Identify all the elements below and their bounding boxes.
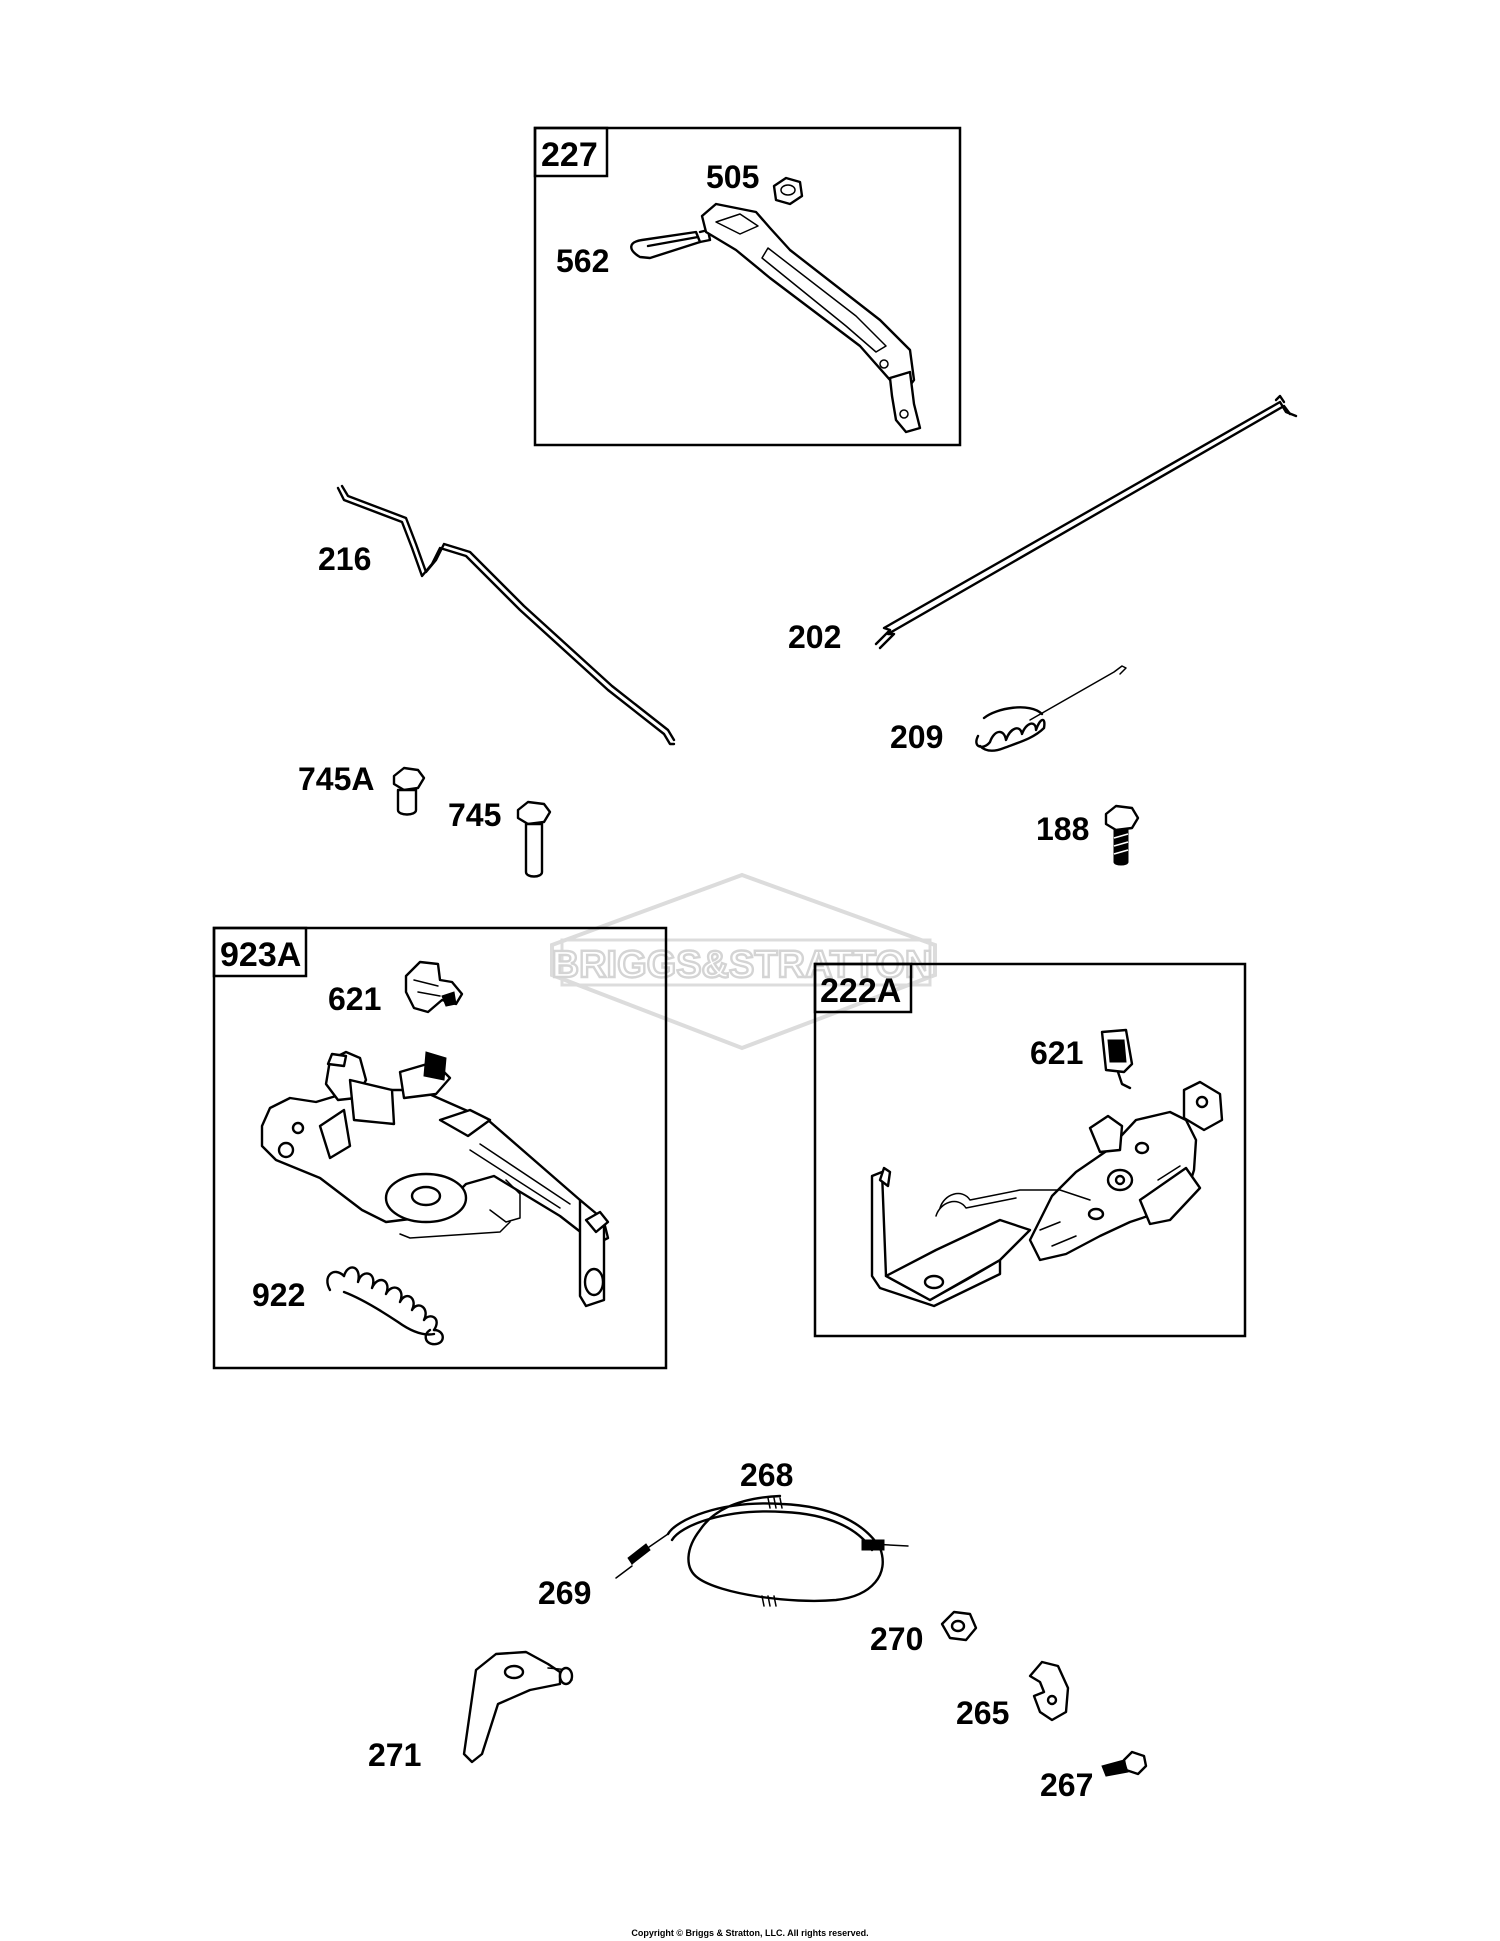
group-227-frame (533, 126, 962, 447)
part-label-621-a: 621 (328, 981, 381, 1017)
nut-505-drawing (772, 176, 804, 206)
part-label-209: 209 (890, 719, 943, 755)
spring-209-drawing (975, 665, 1127, 752)
clip-621-b-drawing (1100, 1028, 1134, 1090)
group-222a-frame (813, 962, 1247, 1338)
part-label-270: 270 (870, 1621, 923, 1657)
part-label-745: 745 (448, 797, 501, 833)
part-label-621-b: 621 (1030, 1035, 1083, 1071)
governor-control-assembly-drawing (260, 1050, 610, 1308)
copyright-notice: Copyright © Briggs & Stratton, LLC. All … (631, 1928, 868, 1938)
control-lever-drawing (700, 202, 922, 434)
part-label-216: 216 (318, 541, 371, 577)
part-label-188: 188 (1036, 811, 1089, 847)
part-label-505: 505 (706, 159, 759, 195)
part-label-267: 267 (1040, 1767, 1093, 1803)
part-label-265: 265 (956, 1695, 1009, 1731)
part-label-745a: 745A (298, 761, 375, 797)
group-222a: 222A 621 (813, 962, 1247, 1338)
rod-202-drawing (874, 394, 1298, 650)
briggs-stratton-watermark: BRIGGS&STRATTON (550, 872, 937, 1051)
group-222a-label: 222A (820, 972, 901, 1010)
group-923a-label: 923A (220, 936, 301, 974)
part-label-922: 922 (252, 1277, 305, 1313)
part-label-271: 271 (368, 1737, 421, 1773)
nut-270-drawing (940, 1610, 978, 1642)
bolt-745-drawing (516, 800, 552, 878)
spring-922-drawing (326, 1266, 444, 1346)
bolt-745a-drawing (392, 766, 426, 816)
group-923a: 923A 621 (212, 926, 668, 1370)
part-label-268: 268 (740, 1457, 793, 1493)
group-923a-frame (212, 926, 668, 1370)
screw-188-drawing (1104, 804, 1140, 866)
part-label-269: 269 (538, 1575, 591, 1611)
screw-267-drawing (1101, 1750, 1148, 1777)
throttle-cable-drawing (615, 1494, 909, 1607)
part-label-202: 202 (788, 619, 841, 655)
part-label-562: 562 (556, 243, 609, 279)
bolt-562-drawing (630, 228, 712, 260)
control-bracket-drawing (870, 1080, 1224, 1308)
lever-271-drawing (462, 1650, 574, 1764)
clamp-265-drawing (1028, 1660, 1070, 1722)
clip-621-drawing (404, 960, 464, 1014)
group-227: 227 505 562 (533, 126, 962, 447)
link-216-drawing (336, 484, 676, 746)
group-227-label: 227 (541, 136, 598, 174)
